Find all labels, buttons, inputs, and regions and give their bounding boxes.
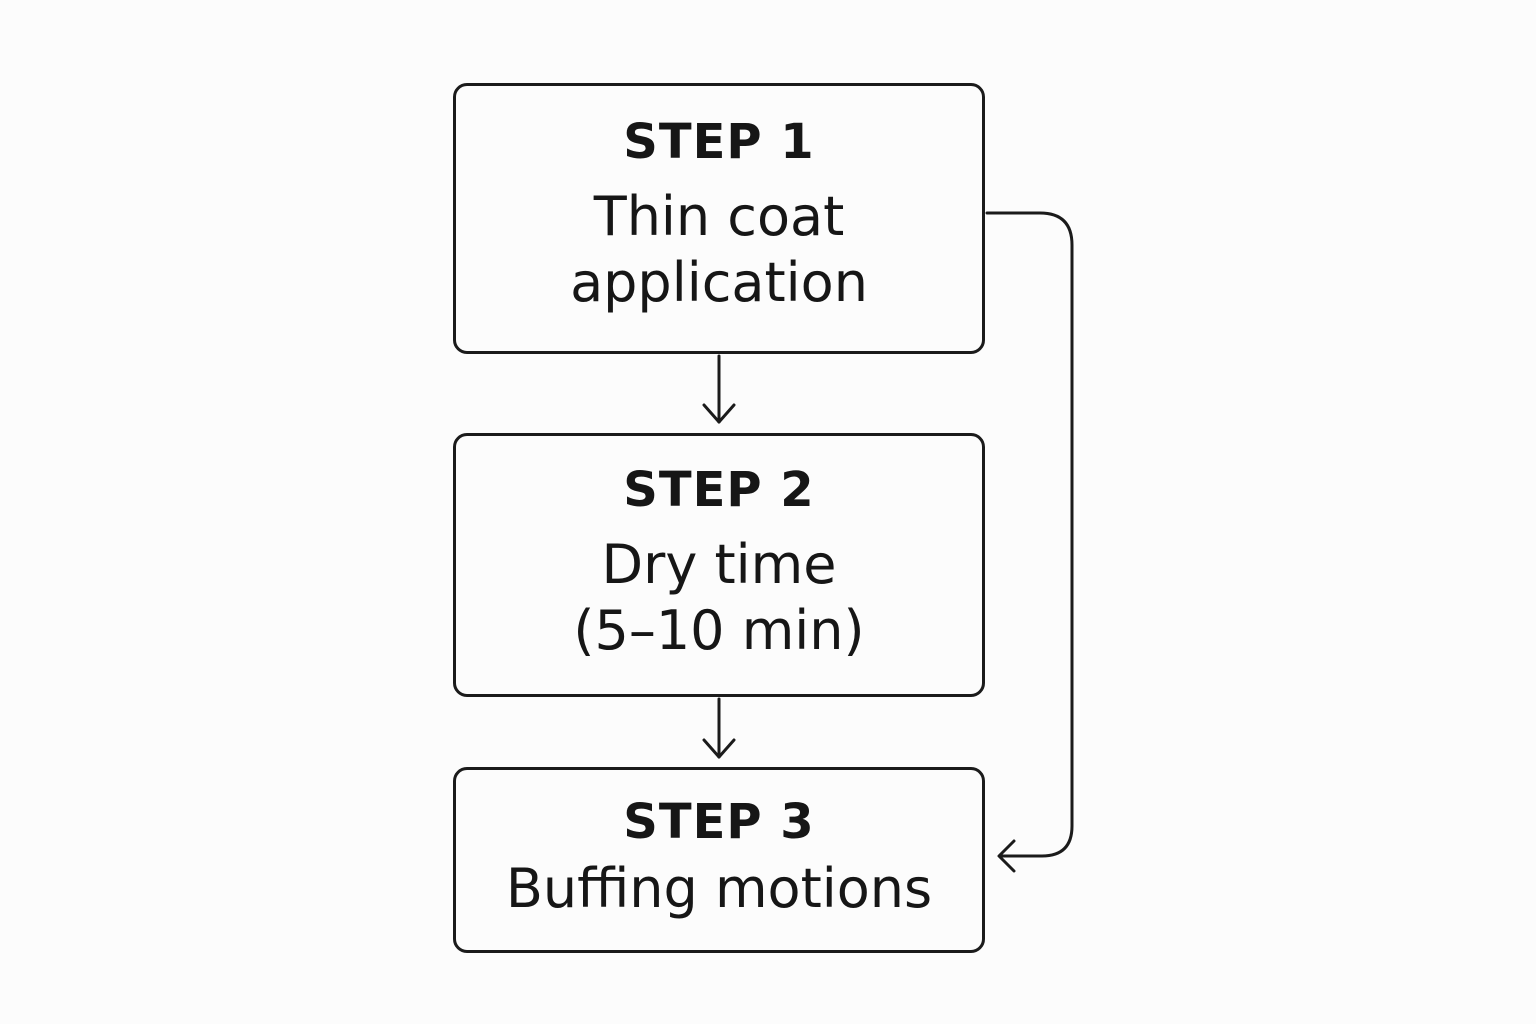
step-2-text-line-2: (5–10 min) [573,599,865,662]
step-1-text-line-1: Thin coat [593,184,845,248]
step-1-box: STEP 1 Thin coat application [453,83,985,354]
arrow-step1-to-step2 [702,354,736,424]
step-1-text-line-2: application [570,250,868,314]
step-3-label: STEP 3 [623,794,815,850]
step-2-box: STEP 2 Dry time (5–10 min) [453,433,985,697]
step-2-text-line-1: Dry time [601,533,837,596]
step-3-box: STEP 3 Buffing motions [453,767,985,953]
arrow-step2-to-step3 [702,697,736,759]
step-3-text-line-1: Buffing motions [505,857,933,920]
arrow-step1-to-step3-loop [985,211,1074,873]
step-1-label: STEP 1 [623,113,815,170]
step-2-label: STEP 2 [623,462,815,518]
